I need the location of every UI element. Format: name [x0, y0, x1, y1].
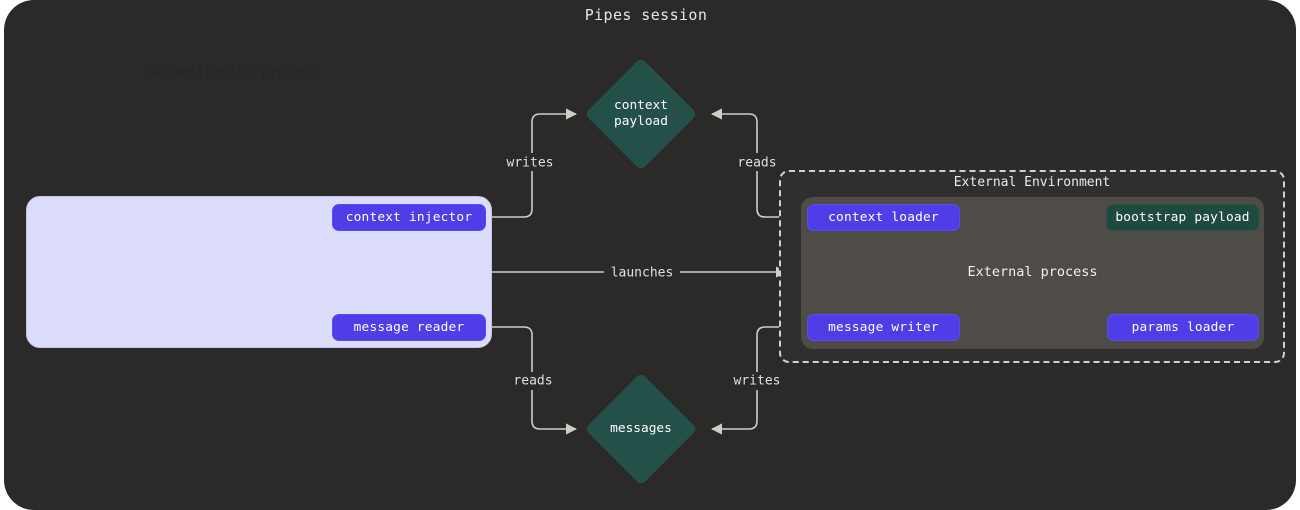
op-label-context-injector: context injector — [345, 210, 473, 225]
asset-label-messages: messages — [601, 389, 681, 469]
op-node-message-reader[interactable]: message reader — [332, 314, 486, 341]
asset-node-bootstrap-payload[interactable]: bootstrap payload — [1106, 204, 1259, 231]
cluster-label-orchestration-process: Orchestration process — [147, 64, 319, 80]
asset-label-line1: context — [614, 98, 668, 113]
op-node-params-loader[interactable]: params loader — [1107, 314, 1259, 341]
asset-node-messages[interactable]: messages — [584, 372, 698, 486]
asset-node-context-payload[interactable]: context payload — [584, 57, 698, 171]
op-label-message-writer: message writer — [828, 320, 939, 335]
op-node-message-writer[interactable]: message writer — [807, 314, 960, 341]
asset-label-context-payload: context payload — [601, 74, 681, 154]
asset-label-bootstrap-payload: bootstrap payload — [1115, 210, 1250, 225]
cluster-label-external-process: External process — [967, 264, 1098, 280]
op-node-context-loader[interactable]: context loader — [807, 204, 960, 231]
op-label-params-loader: params loader — [1131, 320, 1235, 335]
op-node-context-injector[interactable]: context injector — [332, 204, 486, 231]
page-title: Pipes session — [584, 6, 708, 24]
cluster-label-external-environment: External Environment — [953, 175, 1111, 190]
op-label-context-loader: context loader — [828, 210, 939, 225]
op-label-message-reader: message reader — [353, 320, 465, 335]
asset-label-line2: payload — [614, 114, 668, 129]
asset-label-line1: messages — [610, 421, 672, 436]
